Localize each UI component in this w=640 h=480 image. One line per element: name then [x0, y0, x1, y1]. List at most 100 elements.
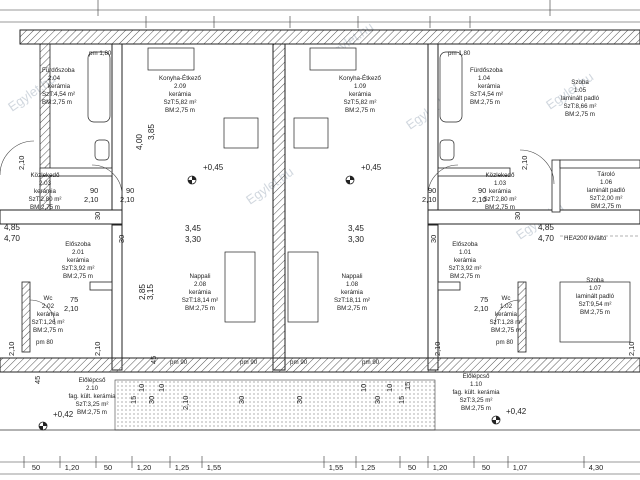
wall-right-rooms2 [559, 159, 640, 169]
kitchen-counter-left [147, 47, 195, 71]
dim-label: 75 [480, 295, 488, 304]
pm-label: pm 1,80 [448, 50, 471, 57]
pm-label: pm 90 [170, 359, 188, 366]
level-label: +0,45 [203, 163, 224, 172]
dim-label: 10 [137, 384, 146, 392]
dim-label: 30 [147, 396, 156, 404]
dining-table-left [223, 117, 259, 149]
bottom-dim-label: 1,20 [65, 463, 79, 472]
bottom-dim-label: 1,20 [137, 463, 151, 472]
bottom-dim-label: 1,25 [361, 463, 375, 472]
dim-label: 10 [385, 384, 394, 392]
sofa-right [287, 251, 319, 323]
wall-wc-r2 [517, 281, 527, 353]
dim-label: 2,10 [64, 304, 78, 313]
top-dimension-lines [0, 0, 640, 28]
bottom-dim-label: 50 [32, 463, 40, 472]
dim-label: 2,10 [433, 342, 442, 356]
dim-label: 30 [429, 235, 438, 243]
dim-label: 45 [149, 356, 158, 364]
door-swings [0, 140, 555, 326]
toilet-right [439, 139, 455, 161]
dim-label: 30 [373, 396, 382, 404]
dim-label: 10 [157, 384, 166, 392]
dim-label: 90 [478, 186, 486, 195]
bathtub-right [439, 51, 463, 123]
wall-corridor-r [427, 209, 640, 225]
dim-label: 3,30 [348, 235, 364, 244]
watermark: Egylet.hu [243, 164, 296, 207]
pm-label: pm 80 [36, 339, 54, 346]
bottom-dim-label: 1,07 [513, 463, 527, 472]
dim-label: 75 [70, 295, 78, 304]
wall-wc-l2 [89, 281, 113, 291]
pm-label: pm 1,80 [89, 50, 112, 57]
level-marker-icon [38, 421, 48, 431]
dim-label: 90 [126, 186, 134, 195]
dim-label: 2,10 [93, 342, 102, 356]
bathtub-left [87, 51, 111, 123]
pm-label: pm 80 [496, 339, 514, 346]
level-marker-icon [187, 175, 197, 185]
bottom-dim-label: 50 [482, 463, 490, 472]
level-marker-icon [345, 175, 355, 185]
bottom-dim-label: 1,20 [433, 463, 447, 472]
pm-label: pm 90 [362, 359, 380, 366]
dim-label: 2,10 [181, 396, 190, 410]
dim-label: 2,10 [520, 156, 529, 170]
wall-party-center [272, 43, 286, 371]
porch-pavers [114, 379, 436, 431]
bottom-dim-label: 1,55 [329, 463, 343, 472]
wall-bath-r [437, 167, 511, 177]
annotations: HEA200 kiváltó pm 1,80 pm 1,80 pm 80 pm … [36, 50, 640, 366]
dim-label: 30 [93, 212, 102, 220]
level-label: +0,42 [506, 407, 527, 416]
dim-label: 30 [295, 396, 304, 404]
dim-label: 30 [513, 212, 522, 220]
dim-label: 2,85 [138, 284, 147, 300]
bottom-dim-label: 4,30 [589, 463, 603, 472]
bottom-dim-label: 1,25 [175, 463, 189, 472]
dim-label: 4,70 [538, 234, 554, 243]
dim-label: 2,10 [17, 156, 26, 170]
kitchen-counter-right [309, 47, 357, 71]
dim-label: 15 [403, 382, 412, 390]
dim-label: 3,15 [146, 284, 155, 300]
fixtures [87, 47, 631, 343]
dim-label: 3,30 [185, 235, 201, 244]
wall-wc-r [437, 281, 461, 291]
dim-label: 4,85 [4, 223, 20, 232]
dim-label: 15 [129, 396, 138, 404]
wall-corridor-l [0, 209, 123, 225]
dim-label: 4,70 [4, 234, 20, 243]
interior-dimensions: 3,45 3,30 3,45 3,30 4,00 3,85 2,85 3,15 … [4, 124, 636, 410]
walls [0, 29, 640, 373]
dim-label: 3,45 [185, 224, 201, 233]
wall-top [19, 29, 640, 45]
dim-label: 90 [90, 186, 98, 195]
